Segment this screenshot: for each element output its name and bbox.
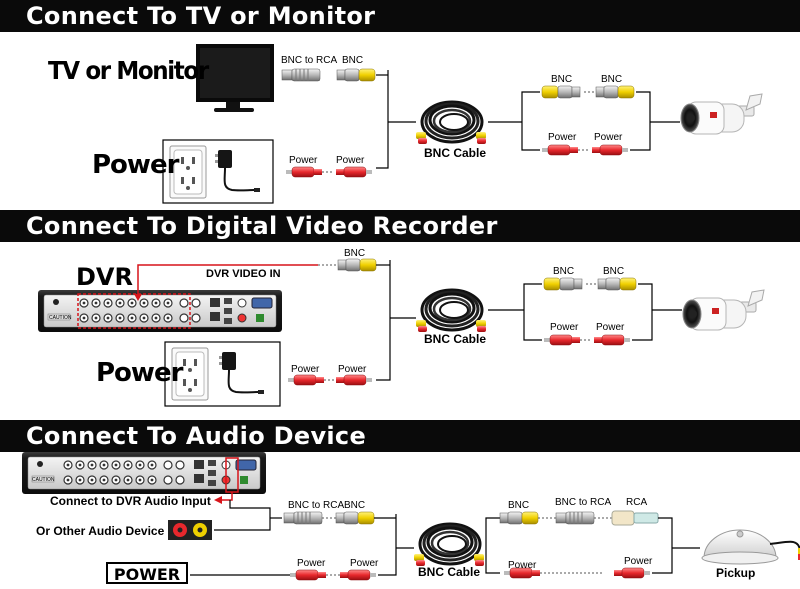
bnc-to-rca-label: BNC to RCA <box>288 500 345 511</box>
mic-rca-label: RCA <box>626 497 648 508</box>
mic-bnc-connector <box>499 511 539 525</box>
camera-power-left-label: Power <box>550 322 579 333</box>
mic-power-left-label: Power <box>508 560 537 571</box>
camera-power-right-label: Power <box>596 322 625 333</box>
power-plug-right-label: Power <box>338 364 367 375</box>
mic-power-right-label: Power <box>624 556 653 567</box>
camera-power-right-label: Power <box>594 132 623 143</box>
bnc-to-rca-connector <box>283 511 323 525</box>
camera-power-left-label: Power <box>548 132 577 143</box>
camera-bnc-left-label: BNC <box>551 74 573 85</box>
power-box-label: POWER <box>113 565 181 584</box>
bnc-connector-dvr <box>337 258 377 272</box>
camera-bnc-left-label: BNC <box>553 266 575 277</box>
mic-bnc-to-rca-label: BNC to RCA <box>555 497 612 508</box>
other-audio-device-label: Or Other Audio Device <box>36 524 165 538</box>
camera-bnc-right-label: BNC <box>601 74 623 85</box>
cable-coil-icon <box>412 522 486 568</box>
power-plug-left-label: Power <box>289 155 318 166</box>
power-plug-right-label: Power <box>336 155 365 166</box>
camera-bnc-left <box>543 277 583 291</box>
power-plug-right-label: Power <box>350 558 379 569</box>
camera-bnc-right <box>595 85 635 99</box>
camera-bnc-right <box>597 277 637 291</box>
banner-audio-title: Connect To Audio Device <box>26 422 367 450</box>
dvr-caution-label: CAUTION <box>49 315 72 321</box>
mic-power-right <box>613 567 651 579</box>
bnc-to-rca-label: BNC to RCA <box>281 55 338 66</box>
monitor-icon <box>196 44 274 112</box>
bnc-label: BNC <box>344 500 366 511</box>
mic-bnc-to-rca-connector <box>555 511 595 525</box>
mic-rca-connector <box>611 510 659 526</box>
rca-jack-icon <box>168 520 212 540</box>
power-plug-right <box>335 166 373 178</box>
power-plug-left-label: Power <box>297 558 326 569</box>
tv-monitor-label: TV or Monitor <box>48 56 209 85</box>
dvr-video-in-label: DVR VIDEO IN <box>206 268 281 280</box>
camera-power-right <box>593 334 631 346</box>
power-label: Power <box>92 150 179 180</box>
banner-dvr-title: Connect To Digital Video Recorder <box>26 212 498 240</box>
cable-coil-icon <box>414 100 488 146</box>
dome-microphone-icon <box>701 529 800 565</box>
camera-power-right <box>591 144 629 156</box>
bnc-connector <box>336 68 376 82</box>
mic-bnc-label: BNC <box>508 500 530 511</box>
pickup-label: Pickup <box>716 566 756 580</box>
camera-power-left <box>541 144 579 156</box>
power-plug-right <box>339 569 377 581</box>
camera-bnc-left <box>541 85 581 99</box>
cable-coil-icon <box>414 288 488 334</box>
dvr-label: DVR <box>76 263 133 291</box>
bnc-label: BNC <box>344 248 366 259</box>
bullet-camera-icon <box>682 289 765 331</box>
camera-bnc-right-label: BNC <box>603 266 625 277</box>
bnc-cable-label: BNC Cable <box>418 565 481 579</box>
audio-input-label: Connect to DVR Audio Input <box>50 494 211 508</box>
bnc-label: BNC <box>342 55 364 66</box>
banner-audio: Connect To Audio Device <box>0 420 800 452</box>
power-label: Power <box>96 358 183 388</box>
banner-dvr: Connect To Digital Video Recorder <box>0 210 800 242</box>
bnc-connector <box>335 511 375 525</box>
bnc-cable-label: BNC Cable <box>424 146 487 160</box>
banner-tv: Connect To TV or Monitor <box>0 0 800 32</box>
dvr-caution-label: CAUTION <box>32 477 55 483</box>
power-plug-left <box>287 374 325 386</box>
power-plug-left <box>285 166 323 178</box>
power-plug-left-label: Power <box>291 364 320 375</box>
dvr-unit-icon <box>37 289 283 333</box>
bullet-camera-icon <box>680 93 763 135</box>
camera-power-left <box>543 334 581 346</box>
power-plug-left <box>289 569 327 581</box>
power-box: POWER <box>106 562 188 584</box>
bnc-cable-label: BNC Cable <box>424 332 487 346</box>
banner-tv-title: Connect To TV or Monitor <box>26 2 376 30</box>
bnc-to-rca-connector <box>281 68 321 82</box>
power-plug-right <box>335 374 373 386</box>
